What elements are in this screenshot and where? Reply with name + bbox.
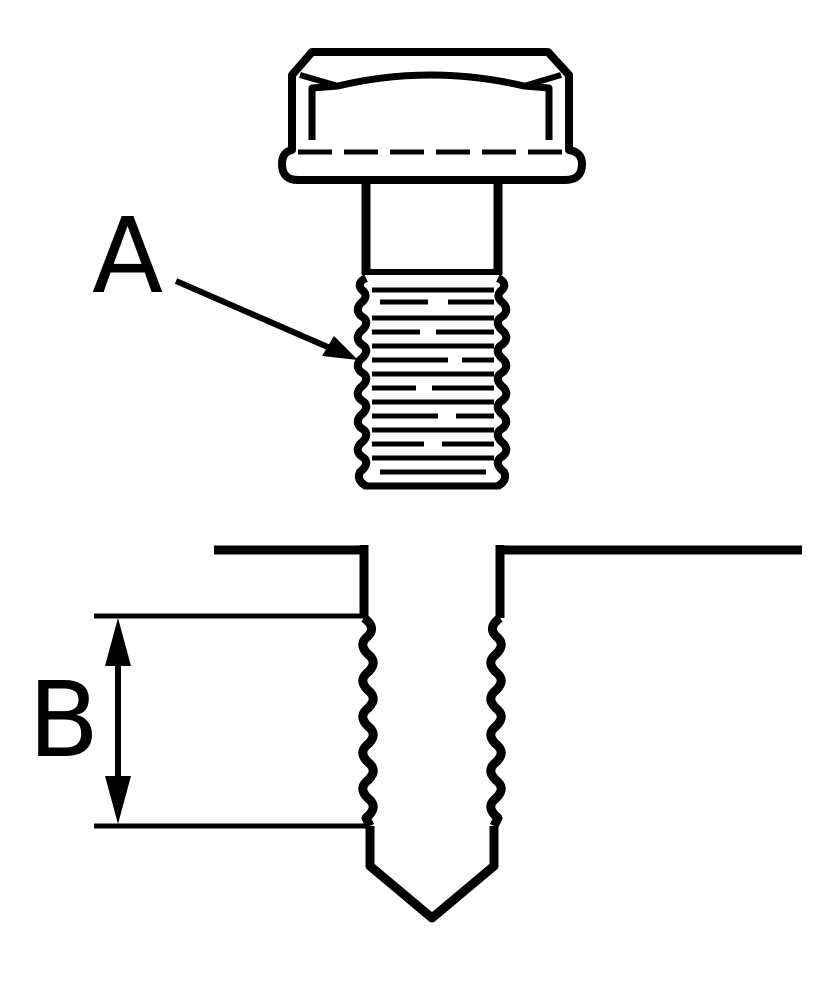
callout-a-leader [174, 278, 332, 351]
callout-a-arrowhead [322, 336, 358, 360]
bolt-head-chamfer-left [299, 72, 339, 89]
hole-thread-right [486, 614, 506, 829]
callout-a-label: A [92, 195, 163, 317]
bolt-head-outline [278, 48, 586, 184]
bolt [278, 48, 586, 490]
tapped-hole [214, 545, 802, 923]
bolt-thread-crests [372, 287, 494, 475]
bolt-thread [353, 274, 511, 490]
callout-a: A [92, 195, 358, 360]
hole-thread-left [358, 614, 378, 829]
bolt-thread-left-edge [353, 274, 371, 490]
bolt-shank [361, 180, 503, 275]
bolt-thread-right-edge [493, 274, 511, 490]
bolt-head-face [308, 71, 553, 140]
bolt-head [278, 48, 586, 184]
dimension-b-arrow-bottom [105, 776, 131, 824]
hole-drill-point [365, 826, 499, 923]
dimension-b: B [28, 613, 370, 829]
bolt-head-chamfer-right [523, 72, 562, 89]
dimension-b-label: B [28, 659, 99, 781]
dimension-b-arrow-top [105, 618, 131, 666]
